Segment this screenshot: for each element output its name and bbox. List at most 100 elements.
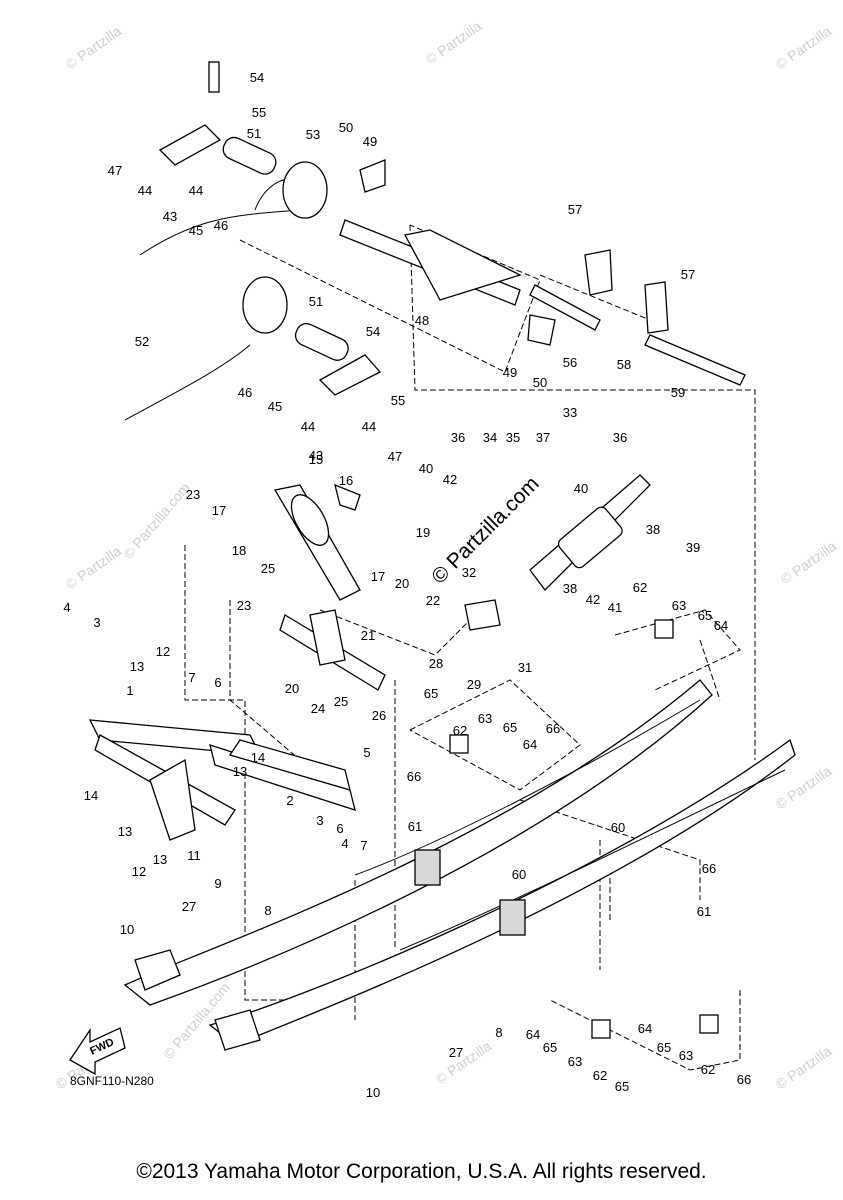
- part-callout-56: 56: [563, 355, 577, 370]
- link-43-lower: [318, 354, 382, 396]
- part-callout-13: 13: [118, 824, 132, 839]
- part-callout-28: 28: [429, 656, 443, 671]
- part-callout-50: 50: [533, 375, 547, 390]
- part-callout-25: 25: [334, 694, 348, 709]
- bracket-49-lower: [527, 314, 556, 346]
- part-callout-13: 13: [130, 659, 144, 674]
- part-callout-23: 23: [186, 487, 200, 502]
- part-shapes: [88, 61, 796, 1051]
- part-callout-60: 60: [611, 820, 625, 835]
- part-callout-25: 25: [261, 561, 275, 576]
- part-callout-60: 60: [512, 867, 526, 882]
- bracket-48: [404, 229, 522, 301]
- part-callout-52: 52: [135, 334, 149, 349]
- part-callout-19: 19: [416, 525, 430, 540]
- part-callout-23: 23: [237, 598, 251, 613]
- part-callout-51: 51: [247, 126, 261, 141]
- part-callout-22: 22: [426, 593, 440, 608]
- part-callout-6: 6: [214, 675, 221, 690]
- part-callout-58: 58: [617, 357, 631, 372]
- clamp-62-d: [699, 1014, 719, 1034]
- part-callout-26: 26: [372, 708, 386, 723]
- spring-52-arm: [124, 344, 251, 421]
- part-callout-18: 18: [232, 543, 246, 558]
- watermark-corner: © Partzilla: [773, 23, 835, 73]
- watermarks: © Partzilla © Partzilla © Partzilla © Pa…: [53, 18, 840, 1093]
- part-callout-29: 29: [467, 677, 481, 692]
- part-callout-40: 40: [419, 461, 433, 476]
- part-callout-62: 62: [701, 1062, 715, 1077]
- part-callout-62: 62: [593, 1068, 607, 1083]
- rail-right-edge: [399, 769, 786, 951]
- part-callout-14: 14: [251, 750, 265, 765]
- part-callout-1: 1: [126, 683, 133, 698]
- part-callout-34: 34: [483, 430, 497, 445]
- clamp-62-a: [654, 619, 674, 639]
- part-callout-24: 24: [311, 701, 325, 716]
- part-callout-65: 65: [657, 1040, 671, 1055]
- part-callout-5: 5: [363, 745, 370, 760]
- part-callout-66: 66: [407, 769, 421, 784]
- watermark-corner: © Partzilla: [778, 538, 840, 588]
- part-callout-20: 20: [395, 576, 409, 591]
- collar-51-lower: [294, 323, 349, 361]
- part-callout-54: 54: [366, 324, 380, 339]
- part-callout-27: 27: [182, 899, 196, 914]
- slide-rail-left-top: [123, 679, 713, 1006]
- shock-15-spring: [290, 494, 330, 546]
- part-callout-61: 61: [697, 904, 711, 919]
- figure-code: 8GNF110-N280: [70, 1074, 154, 1088]
- rail-left-edge: [354, 699, 701, 876]
- part-callout-55: 55: [252, 105, 266, 120]
- part-callout-66: 66: [546, 721, 560, 736]
- part-callout-35: 35: [506, 430, 520, 445]
- part-callout-55: 55: [391, 393, 405, 408]
- part-callout-10: 10: [366, 1085, 380, 1100]
- part-callout-40: 40: [574, 481, 588, 496]
- bolt-54-top: [208, 61, 220, 93]
- part-callout-12: 12: [132, 864, 146, 879]
- copyright-notice: ©2013 Yamaha Motor Corporation, U.S.A. A…: [136, 1160, 707, 1183]
- callout-layer: 1233445667788910101112121313131314141516…: [63, 70, 751, 1100]
- watermark-corner: © Partzilla: [63, 23, 125, 73]
- bracket-49-top: [359, 159, 386, 193]
- part-callout-17: 17: [212, 503, 226, 518]
- part-callout-44: 44: [189, 183, 203, 198]
- part-callout-48: 48: [415, 313, 429, 328]
- link-43-top: [158, 124, 222, 166]
- part-callout-8: 8: [495, 1025, 502, 1040]
- bracket-28: [464, 599, 501, 631]
- part-callout-45: 45: [189, 223, 203, 238]
- part-callout-16: 16: [339, 473, 353, 488]
- arm-5: [228, 739, 351, 791]
- part-callout-7: 7: [360, 838, 367, 853]
- clamp-62-b: [449, 734, 469, 754]
- part-callout-65: 65: [543, 1040, 557, 1055]
- part-callout-51: 51: [309, 294, 323, 309]
- part-callout-65: 65: [503, 720, 517, 735]
- part-callout-66: 66: [702, 861, 716, 876]
- arm-24: [309, 609, 346, 666]
- part-callout-44: 44: [301, 419, 315, 434]
- part-callout-13: 13: [153, 852, 167, 867]
- part-callout-42: 42: [586, 592, 600, 607]
- part-callout-63: 63: [478, 711, 492, 726]
- part-callout-32: 32: [462, 565, 476, 580]
- spring-53-coil: [282, 161, 328, 219]
- stopper-right: [499, 899, 526, 936]
- shaft-56: [529, 284, 601, 331]
- cover-16: [334, 483, 361, 511]
- part-callout-65: 65: [615, 1079, 629, 1094]
- fwd-arrow: FWD: [69, 1027, 126, 1076]
- part-callout-64: 64: [526, 1027, 540, 1042]
- part-callout-31: 31: [518, 660, 532, 675]
- part-callout-64: 64: [714, 618, 728, 633]
- shaft-59: [644, 334, 746, 386]
- part-callout-50: 50: [339, 120, 353, 135]
- part-callout-63: 63: [672, 598, 686, 613]
- part-callout-62: 62: [453, 723, 467, 738]
- part-callout-20: 20: [285, 681, 299, 696]
- part-callout-46: 46: [214, 218, 228, 233]
- part-callout-63: 63: [568, 1054, 582, 1069]
